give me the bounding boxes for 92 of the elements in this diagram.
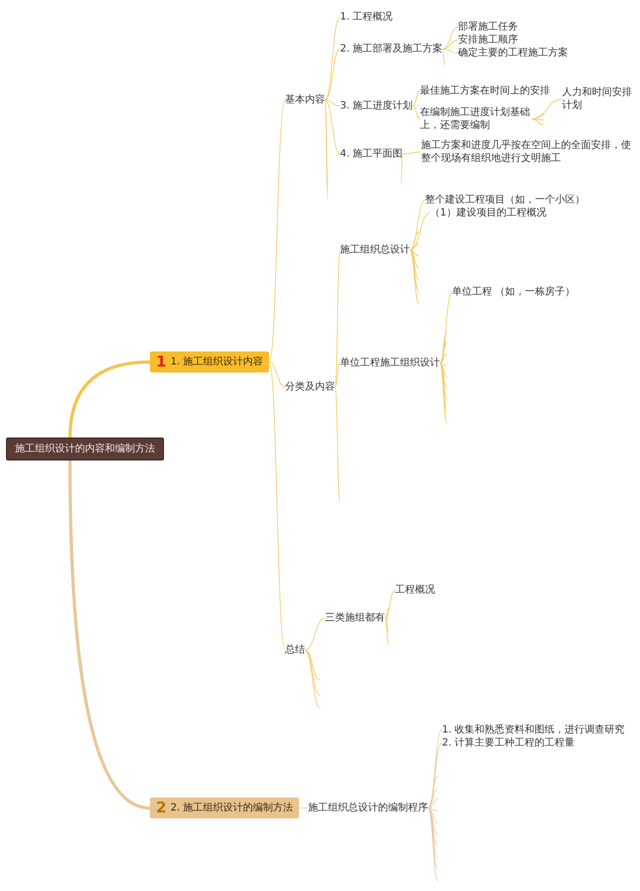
branch-line bbox=[442, 26, 458, 50]
branch-line bbox=[384, 590, 396, 618]
topic-text: 1. 收集和熟悉资料和图纸，进行调查研究 bbox=[442, 724, 625, 736]
branch-line bbox=[440, 362, 448, 400]
topic-text: 施工方案和进度几乎按在空间上的全面安排，使整个现场有组织地进行文明施工 bbox=[421, 139, 632, 165]
branch-line bbox=[410, 250, 420, 268]
topic-text: （1）建设项目的工程概况 bbox=[430, 206, 546, 220]
branch-line bbox=[384, 618, 390, 620]
branch-line bbox=[384, 608, 390, 618]
topic-text: 三类施组都有 bbox=[325, 612, 385, 624]
branch-line bbox=[268, 362, 286, 650]
branch-line bbox=[442, 48, 458, 54]
branch-line bbox=[384, 618, 390, 644]
branch-line bbox=[532, 114, 544, 120]
branch-line bbox=[304, 650, 320, 696]
branch-line bbox=[384, 618, 390, 632]
topic-text: 2. 计算主要工种工程的工程量 bbox=[442, 736, 575, 750]
branch-line bbox=[268, 100, 286, 362]
branch-line bbox=[440, 362, 448, 389]
branch-line bbox=[410, 250, 420, 292]
branch-line bbox=[410, 244, 420, 250]
branch-line bbox=[410, 250, 420, 280]
main-topic-box bbox=[150, 352, 270, 372]
topic-text: 最佳施工方案在时间上的安排 bbox=[420, 84, 550, 98]
branch-line bbox=[68, 460, 150, 810]
topic-title: 1. 施工组织设计内容 bbox=[170, 355, 264, 370]
branch-line bbox=[324, 16, 340, 100]
topic-title: 2. 施工组织设计的编制方法 bbox=[170, 801, 294, 816]
branch-line bbox=[442, 40, 458, 50]
branch-line bbox=[428, 808, 438, 835]
branch-line bbox=[410, 200, 426, 250]
branch-line bbox=[440, 362, 448, 412]
topic-text: 工程概况 bbox=[395, 584, 435, 596]
topic-text: 在编制施工进度计划基础上，还需要编制 bbox=[420, 106, 531, 132]
topic-text: 施工组织总设计的编制程序 bbox=[308, 802, 428, 814]
main-topic-box bbox=[150, 798, 300, 818]
branch-line bbox=[428, 787, 438, 808]
priority-marker: 2 bbox=[156, 800, 166, 816]
branch-line bbox=[334, 250, 340, 388]
branch-line bbox=[428, 808, 438, 847]
topic-title: 施工组织设计的内容和编制方法 bbox=[15, 442, 155, 456]
branch-line bbox=[402, 152, 422, 154]
branch-line bbox=[440, 330, 448, 364]
branch-line bbox=[304, 618, 326, 650]
topic-text: 4. 施工平面图 bbox=[340, 148, 403, 160]
branch-line bbox=[440, 362, 448, 424]
branch-line bbox=[304, 650, 320, 680]
branch-line bbox=[440, 362, 448, 378]
branch-line bbox=[410, 232, 420, 250]
branch-line bbox=[428, 808, 438, 824]
topic-text: 基本内容 bbox=[285, 94, 325, 106]
branch-line bbox=[440, 362, 448, 366]
branch-line bbox=[440, 354, 448, 364]
topic-text: 1. 工程概况 bbox=[340, 10, 393, 24]
branch-line bbox=[428, 808, 438, 870]
branch-line bbox=[412, 90, 420, 106]
branch-line bbox=[268, 362, 286, 388]
topic-text: 3. 施工进度计划 bbox=[340, 100, 413, 112]
topic-text: 分类及内容 bbox=[285, 380, 335, 394]
branch-line bbox=[428, 808, 438, 858]
branch-line bbox=[412, 106, 420, 120]
topic-text: 单位工程施工组织设计 bbox=[340, 356, 440, 370]
branch-line bbox=[334, 362, 340, 388]
branch-line bbox=[428, 799, 438, 808]
branch-line bbox=[334, 386, 340, 504]
priority-marker: 1 bbox=[156, 354, 166, 370]
branch-line bbox=[440, 342, 448, 364]
branch-line bbox=[428, 808, 438, 812]
branch-line bbox=[428, 730, 442, 808]
branch-line bbox=[532, 118, 544, 120]
topic-text: 整个建设工程项目（如，一个小区） bbox=[425, 194, 585, 206]
topic-text: 总结 bbox=[285, 644, 305, 656]
topic-text: 确定主要的工程施工方案 bbox=[458, 46, 568, 60]
branch-line bbox=[324, 48, 340, 100]
branch-line bbox=[324, 100, 340, 106]
branch-line bbox=[428, 808, 438, 882]
branch-line bbox=[68, 360, 150, 438]
branch-line bbox=[532, 118, 544, 126]
branch-line bbox=[304, 650, 320, 708]
branch-line bbox=[324, 100, 340, 154]
topic-text: 部署施工任务 bbox=[458, 20, 518, 34]
root-topic-box bbox=[6, 438, 164, 460]
branch-line bbox=[400, 154, 404, 184]
branch-line bbox=[442, 48, 446, 66]
topic-text: 2. 施工部署及施工方案 bbox=[340, 42, 443, 56]
branch-line bbox=[410, 250, 420, 304]
topic-text: 安排施工顺序 bbox=[458, 34, 518, 46]
branch-line bbox=[410, 250, 420, 256]
topic-text: 单位工程 （如，一栋房子） bbox=[452, 286, 576, 298]
topic-text: 人力和时间安排计划 bbox=[562, 86, 633, 112]
branch-line bbox=[428, 776, 438, 808]
topic-text: 施工组织总设计 bbox=[340, 244, 410, 256]
